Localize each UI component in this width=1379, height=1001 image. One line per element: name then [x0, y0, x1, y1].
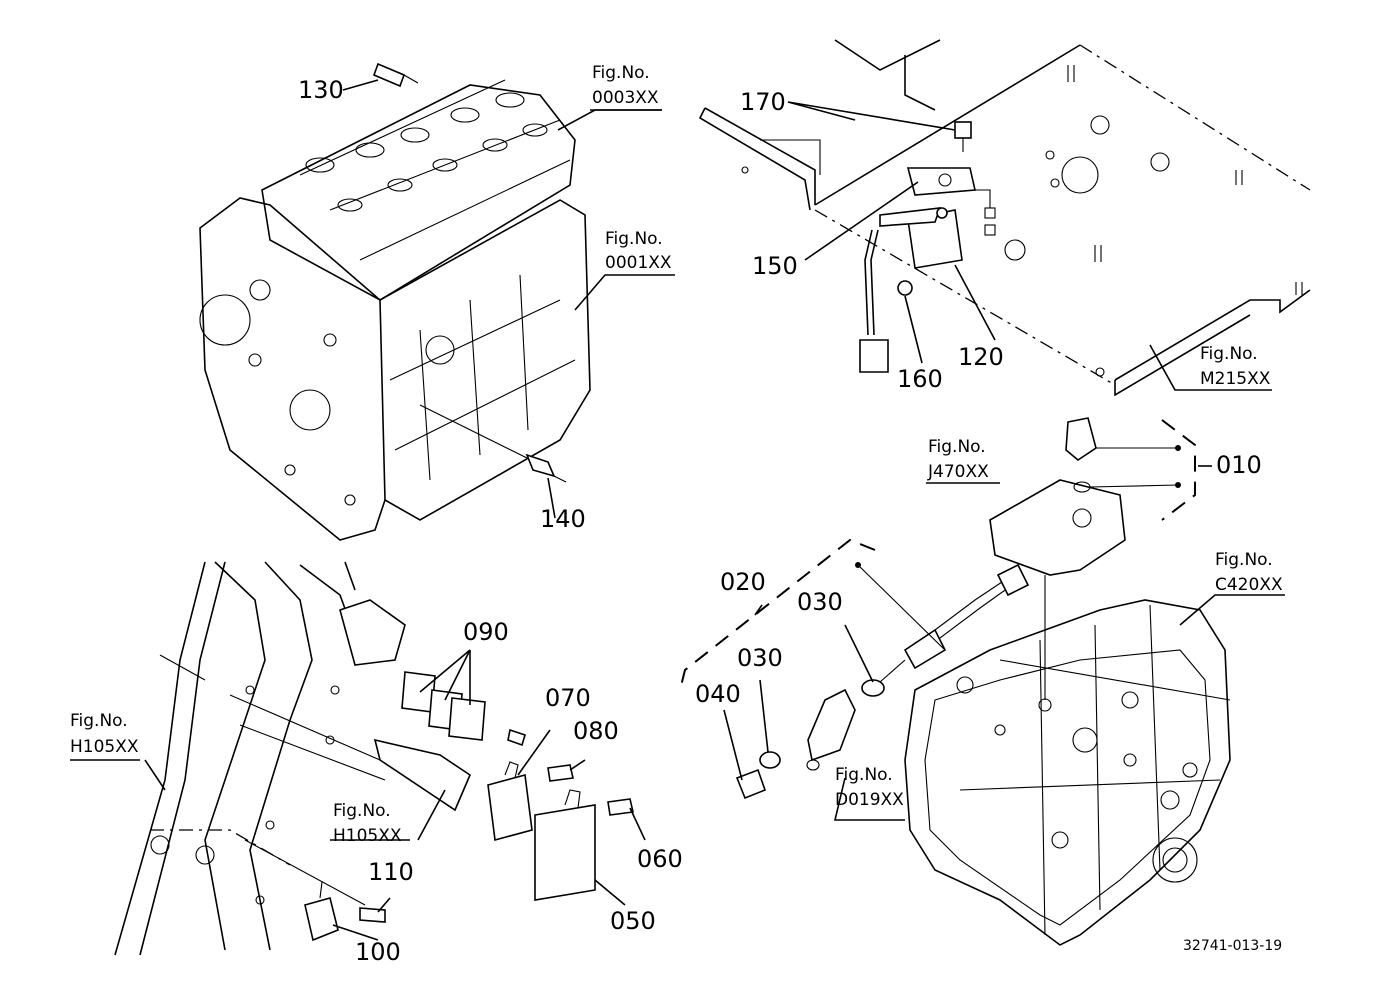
part-label-050: 050 [610, 907, 656, 935]
engine-block-drawing [199, 62, 591, 541]
part-label-070: 070 [545, 684, 591, 712]
fig-ref-j470xx: J470XX [927, 462, 989, 482]
fig-ref-prefix: Fig.No. [592, 63, 650, 83]
fig-ref-prefix: Fig.No. [70, 711, 128, 731]
part-label-110: 110 [368, 858, 414, 886]
part-label-030-lower: 030 [737, 644, 783, 672]
fig-ref-m215xx: M215XX [1200, 369, 1271, 389]
fig-ref-prefix: Fig.No. [1200, 344, 1258, 364]
frame-drawing [114, 561, 634, 956]
part-label-140: 140 [540, 505, 586, 533]
fig-ref-h105xx-center: H105XX [333, 826, 402, 846]
part-label-010: 010 [1216, 451, 1262, 479]
fig-ref-prefix: Fig.No. [835, 765, 893, 785]
fig-ref-prefix: Fig.No. [1215, 550, 1273, 570]
part-label-120: 120 [958, 343, 1004, 371]
part-label-150: 150 [752, 252, 798, 280]
part-label-160: 160 [897, 365, 943, 393]
fig-ref-c420xx: C420XX [1215, 575, 1283, 595]
part-labels: 130 140 170 150 160 120 010 020 030 030 … [298, 76, 1262, 966]
fig-ref-h105xx-left: H105XX [70, 737, 139, 757]
floor-plate-drawing [698, 39, 1311, 397]
transmission-drawing [679, 417, 1231, 946]
fig-ref-prefix: Fig.No. [333, 801, 391, 821]
part-label-020: 020 [720, 568, 766, 596]
figure-references: Fig.No. 0003XX Fig.No. 0001XX Fig.No. M2… [70, 63, 1283, 846]
part-label-170: 170 [740, 88, 786, 116]
part-label-100: 100 [355, 938, 401, 966]
part-label-090: 090 [463, 618, 509, 646]
fig-ref-0001xx: 0001XX [605, 253, 672, 273]
part-label-060: 060 [637, 845, 683, 873]
part-label-030-upper: 030 [797, 588, 843, 616]
part-label-080: 080 [573, 717, 619, 745]
fig-ref-0003xx: 0003XX [592, 88, 659, 108]
fig-ref-d019xx: D019XX [835, 790, 904, 810]
leader-lines [70, 79, 1285, 941]
fig-ref-prefix: Fig.No. [605, 229, 663, 249]
part-label-130: 130 [298, 76, 344, 104]
drawing-code: 32741-013-19 [1183, 938, 1282, 954]
fig-ref-prefix: Fig.No. [928, 437, 986, 457]
part-label-040: 040 [695, 680, 741, 708]
